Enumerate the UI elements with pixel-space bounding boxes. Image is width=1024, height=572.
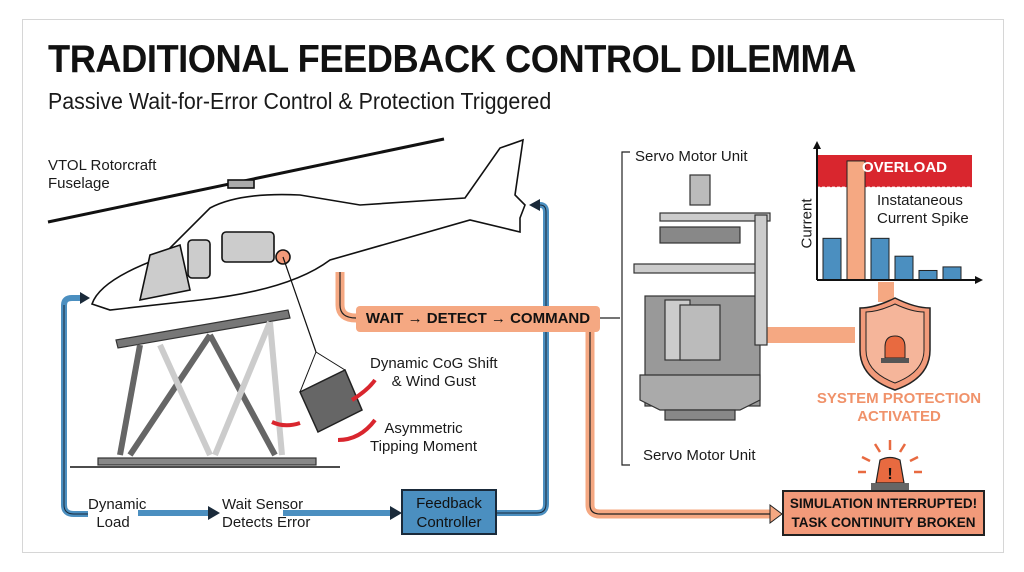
interrupt-path — [585, 332, 783, 524]
hanging-load — [271, 351, 377, 442]
y-axis-arrow-icon — [813, 141, 821, 149]
chart-bar — [870, 237, 890, 281]
svg-text:!: ! — [887, 466, 892, 483]
servo-bottom-label: Servo Motor Unit — [643, 447, 756, 464]
servo-shield-connector — [760, 327, 855, 343]
arrow-head-icon — [208, 506, 220, 520]
siren-icon — [884, 335, 906, 359]
simulation-interrupted-alert: SIMULATION INTERRUPTED!TASK CONTINUITY B… — [782, 490, 985, 536]
alarm-siren-icon: ! — [858, 440, 922, 490]
overload-label: OVERLOAD — [862, 159, 948, 176]
servo-bracket — [621, 151, 630, 466]
arrow-head-icon — [80, 292, 90, 304]
arrow-head-icon — [769, 504, 783, 524]
moment-arrow-icon — [337, 418, 377, 442]
chart-bar — [846, 160, 866, 281]
page-title: TRADITIONAL FEEDBACK CONTROL DILEMMA — [48, 38, 857, 81]
chart-bar — [942, 266, 962, 281]
page-subtitle: Passive Wait-for-Error Control & Protect… — [48, 88, 552, 114]
arrow-head-icon — [529, 199, 540, 211]
servo-top-label: Servo Motor Unit — [635, 148, 748, 165]
overload-zone — [817, 155, 972, 188]
motion-platform — [70, 309, 340, 468]
servo-motor-illustration — [633, 174, 771, 421]
chart-shield-connector — [878, 282, 894, 302]
chart-bar — [822, 237, 842, 281]
chart-bar — [894, 255, 914, 281]
chart-y-axis-label: Current — [798, 198, 816, 249]
cog-shift-label: Dynamic CoG Shift& Wind Gust — [370, 355, 498, 390]
current-chart — [813, 141, 983, 284]
gust-arrow-icon — [350, 378, 377, 402]
wait-detect-command-box: WAIT → DETECT → COMMAND — [356, 306, 600, 332]
chart-bar — [918, 269, 938, 281]
tipping-arrow-icon — [271, 420, 301, 428]
feedback-loop-path — [61, 199, 549, 520]
arrow-head-icon — [390, 506, 402, 520]
x-axis-arrow-icon — [975, 276, 983, 284]
shield-icon — [859, 297, 931, 391]
wait-path — [335, 272, 357, 323]
helicopter-illustration — [47, 137, 526, 353]
